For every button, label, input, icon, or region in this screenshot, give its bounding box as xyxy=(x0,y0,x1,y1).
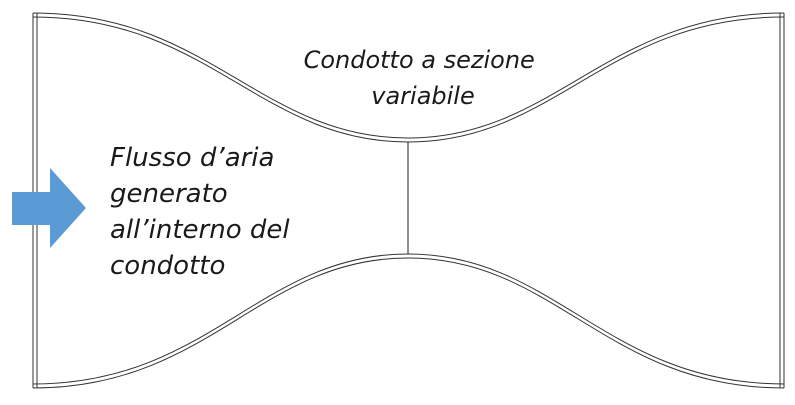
flow-label-line: condotto xyxy=(110,251,225,281)
flow-label-line: Flusso d’aria xyxy=(110,143,274,173)
arrow-right-icon xyxy=(12,168,86,248)
duct-top-wall-inner xyxy=(32,16,785,143)
duct-label-line: variabile xyxy=(371,82,475,110)
flow-label-line: generato xyxy=(110,179,228,209)
duct-top-wall xyxy=(32,12,785,139)
duct-outline xyxy=(32,12,785,389)
duct-label: Condotto a sezione variabile xyxy=(304,46,543,110)
duct-label-line: Condotto a sezione xyxy=(304,46,535,74)
flow-label-line: all’interno del xyxy=(110,215,290,245)
flow-label: Flusso d’aria generato all’interno del c… xyxy=(110,143,298,281)
duct-bottom-wall-inner xyxy=(32,257,785,389)
